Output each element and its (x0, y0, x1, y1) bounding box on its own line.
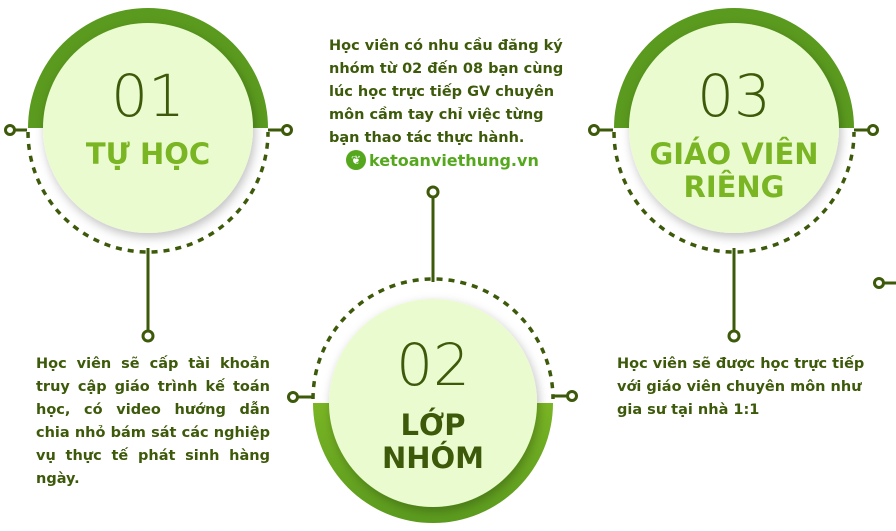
connector-dot (867, 124, 879, 136)
connector-dot (426, 185, 440, 199)
step-number-2: 02 (396, 331, 470, 399)
connector-dot (588, 124, 600, 136)
connector-dot (873, 277, 885, 289)
step-description-3: Học viên sẽ được học trực tiếp với giáo … (617, 356, 865, 418)
connector-dot (727, 329, 741, 343)
connector-dot (4, 124, 16, 136)
connector-dot (141, 329, 155, 343)
circle-3 (629, 23, 839, 233)
connector-dot (281, 124, 293, 136)
step-number-1: 01 (111, 62, 185, 130)
step-title-3: GIÁO VIÊN RIÊNG (649, 137, 819, 204)
circle-1 (43, 23, 253, 233)
leaf-logo-icon: ❦ (346, 150, 366, 170)
step-description-2: Học viên có nhu cầu đăng ký nhóm từ 02 đ… (329, 38, 564, 146)
step-number-3: 03 (697, 62, 771, 130)
brand-logo: ❦ ketoanviethung.vn (346, 150, 539, 170)
step-description-1: Học viên sẽ cấp tài khoản truy cập giáo … (36, 356, 270, 487)
circle-2 (329, 299, 537, 507)
connector-dot (287, 391, 299, 403)
step-title-2: LỚP NHÓM (381, 408, 485, 475)
connector-dot (566, 390, 578, 402)
logo-text: ketoanviethung.vn (369, 150, 539, 170)
step-title-1: TỰ HỌC (85, 137, 211, 171)
